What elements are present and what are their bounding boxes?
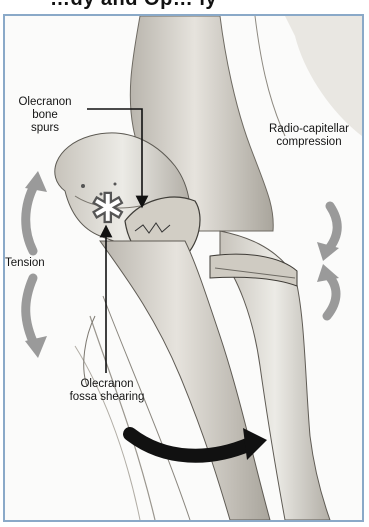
label-line-spurs: spurs [5, 122, 85, 135]
compression-arrow-down [327, 206, 337, 251]
tension-arrow-down [26, 278, 35, 346]
clipped-title: …dy and Op… ly [50, 0, 217, 11]
label-radio-capitellar: Radio-capitellar compression [257, 123, 361, 149]
label-line-radio-capitellar: Radio-capitellar [257, 123, 361, 136]
illustration-frame: ✱ Olecranon bone spurs Radio-capitellar … [3, 14, 364, 522]
label-olecranon-bone-spurs: Olecranon bone spurs [5, 96, 85, 135]
compression-arrow-up [327, 274, 336, 316]
label-olecranon-fossa: Olecranon fossa shearing [57, 378, 157, 404]
clipped-header: …dy and Op… ly [0, 0, 369, 14]
tension-arrow-up [26, 184, 35, 251]
label-tension: Tension [5, 257, 65, 270]
label-line-bone: bone [5, 109, 85, 122]
label-line-compression: compression [257, 136, 361, 149]
label-line-olecranon-2: Olecranon [57, 378, 157, 391]
label-line-fossa-shearing: fossa shearing [57, 391, 157, 404]
label-line-tension: Tension [5, 257, 45, 269]
shearing-star-icon: ✱ [91, 189, 125, 229]
label-line-olecranon: Olecranon [5, 96, 85, 109]
